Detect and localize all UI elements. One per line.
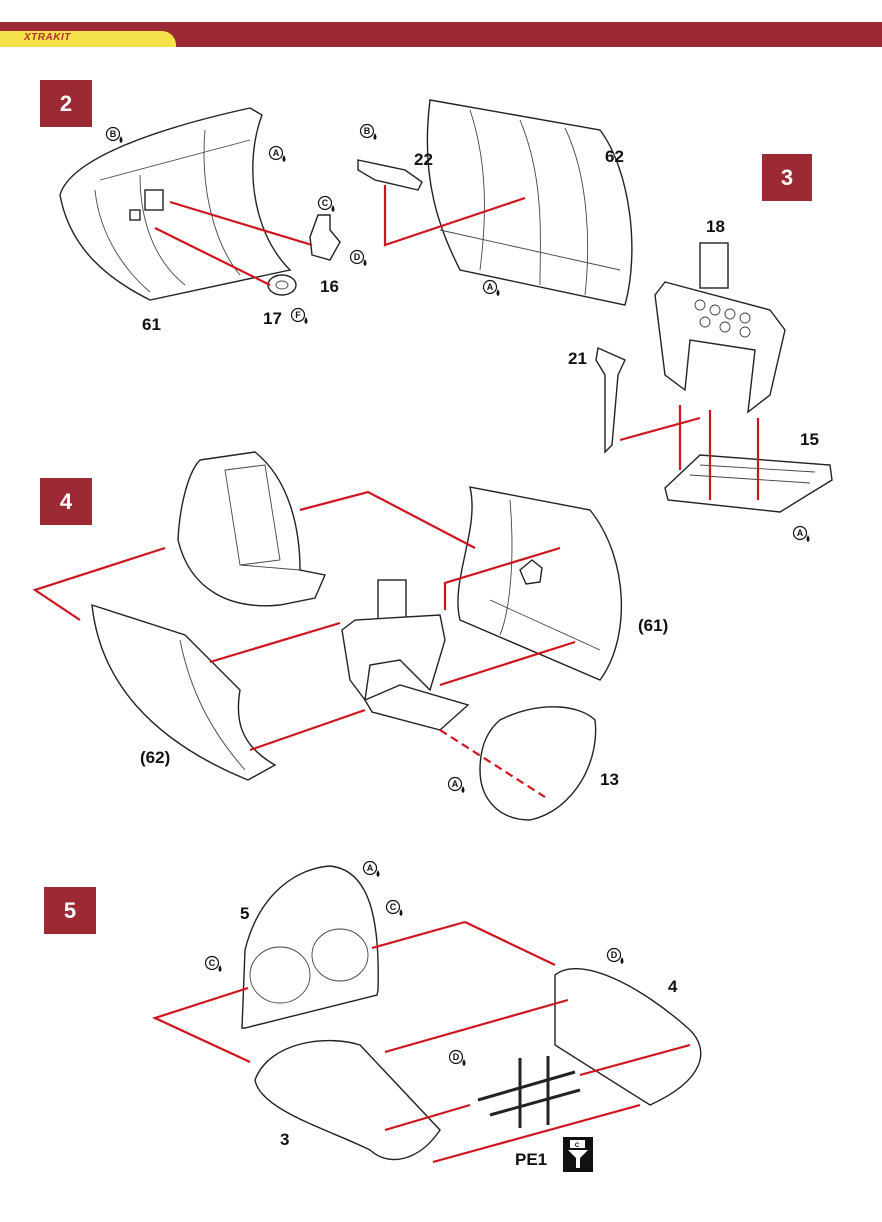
- glue-callout-letter: B: [364, 126, 371, 136]
- glue-callout-letter: D: [453, 1052, 460, 1062]
- glue-callout-letter: C: [209, 958, 216, 968]
- glue-callout: C: [317, 195, 335, 212]
- glue-drop-icon: [496, 289, 500, 296]
- glue-callout: A: [362, 860, 380, 877]
- part-13-bulkhead: [479, 706, 597, 821]
- glue-callout-letter: A: [452, 779, 459, 789]
- part-15-floor: [664, 454, 833, 513]
- glue-drop-icon: [218, 965, 222, 972]
- glue-drop-icon: [282, 155, 286, 162]
- label-21: 21: [568, 349, 587, 368]
- glue-drop-icon: [373, 133, 377, 140]
- label-15: 15: [800, 430, 819, 449]
- glue-callout: D: [606, 947, 624, 964]
- glue-callout: D: [448, 1049, 466, 1066]
- glue-callout-letter: A: [487, 282, 494, 292]
- glue-drop-icon: [376, 870, 380, 877]
- glue-callout-letter: C: [390, 902, 397, 912]
- step3-arrows: [619, 405, 760, 500]
- glue-drop-icon: [363, 259, 367, 266]
- glue-callout-letter: B: [110, 129, 117, 139]
- part-61-assembled: [457, 486, 622, 681]
- glue-callout-letter: D: [611, 950, 618, 960]
- step4-arrows: [32, 490, 576, 798]
- glue-drop-icon: [806, 535, 810, 542]
- glue-callout: A: [482, 279, 500, 296]
- step2-arrows: [154, 185, 526, 286]
- glue-drop-icon: [119, 136, 123, 143]
- glue-drop-icon: [462, 1059, 466, 1066]
- glue-callout: B: [105, 126, 123, 143]
- label-4: 4: [668, 977, 678, 996]
- step-3-badge: 3: [762, 154, 812, 201]
- label-61-ref: (61): [638, 616, 668, 635]
- brand-logo: XTRAKIT: [24, 32, 71, 43]
- glue-callout-letter: C: [322, 198, 329, 208]
- glue-callout: B: [359, 123, 377, 140]
- glue-callout: F: [290, 307, 308, 324]
- part-62-assembled: [91, 604, 277, 781]
- glue-callout: A: [447, 776, 465, 793]
- label-3: 3: [280, 1130, 289, 1149]
- label-62-ref: (62): [140, 748, 170, 767]
- glue-callout: A: [792, 525, 810, 542]
- label-13: 13: [600, 770, 619, 789]
- instrument-panel-assembly: [341, 579, 470, 731]
- part-22: [357, 159, 423, 191]
- glue-drop-icon: [304, 317, 308, 324]
- glue-callout: C: [204, 955, 222, 972]
- glue-callout: A: [268, 145, 286, 162]
- pe1-rods: [477, 1056, 581, 1128]
- glue-callout-letter: A: [367, 863, 374, 873]
- seat: [177, 451, 326, 607]
- step-4-badge: 4: [40, 478, 92, 525]
- label-61: 61: [142, 315, 161, 334]
- label-22: 22: [414, 150, 433, 169]
- glue-drop-icon: [620, 957, 624, 964]
- part-16: [309, 214, 341, 261]
- part-18-instrument-panel: [654, 242, 786, 414]
- step-2-badge: 2: [40, 80, 92, 127]
- part-62-half-fuselage: [426, 99, 633, 306]
- glue-callout-letter: F: [295, 310, 301, 320]
- glue-drop-icon: [461, 786, 465, 793]
- label-17: 17: [263, 309, 282, 328]
- part-4-tray: [554, 968, 702, 1106]
- step5-arrows: [151, 920, 691, 1164]
- pe1-badge-letter: C: [575, 1143, 580, 1149]
- part-17: [267, 274, 297, 296]
- part-3-tray: [254, 1039, 441, 1161]
- part-5-bulkhead: [241, 865, 379, 1029]
- glue-callout-letter: A: [273, 148, 280, 158]
- brand-tab: [0, 31, 176, 47]
- label-5: 5: [240, 904, 249, 923]
- label-62: 62: [605, 147, 624, 166]
- label-16: 16: [320, 277, 339, 296]
- label-18: 18: [706, 217, 725, 236]
- glue-drop-icon: [399, 909, 403, 916]
- glue-drop-icon: [331, 205, 335, 212]
- part-21-control-stick: [595, 346, 626, 454]
- pe1-badge: C: [563, 1137, 593, 1172]
- label-pe1: PE1: [515, 1150, 547, 1169]
- glue-callout: C: [385, 899, 403, 916]
- glue-callout: D: [349, 249, 367, 266]
- glue-callout-letter: D: [354, 252, 361, 262]
- glue-callout-letter: A: [797, 528, 804, 538]
- step-5-badge: 5: [44, 887, 96, 934]
